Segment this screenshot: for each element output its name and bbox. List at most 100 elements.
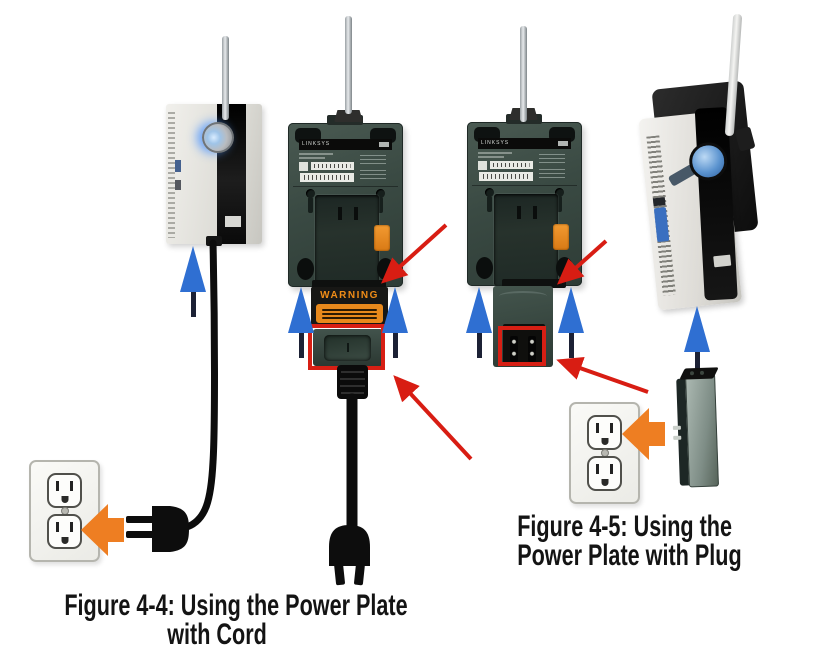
wireless-device-angled-view	[634, 79, 775, 315]
arrow-shaft	[649, 422, 665, 446]
socket-slot	[610, 464, 613, 474]
wall-outlet	[29, 460, 100, 562]
cord-connector	[206, 236, 222, 246]
rubber-foot	[377, 258, 394, 280]
up-arrow-icon	[180, 246, 206, 317]
socket-slot	[56, 522, 59, 532]
arrow-tail	[298, 333, 304, 358]
warning-fine-print	[322, 317, 377, 319]
keyhole-slot	[305, 189, 316, 215]
callout-arrow-prongs	[556, 356, 649, 394]
prong-recess	[503, 324, 545, 364]
info-line	[478, 152, 512, 154]
info-line	[478, 156, 504, 158]
warning-fine-print	[322, 313, 377, 315]
plug-prong	[334, 563, 345, 586]
up-arrow-icon	[382, 287, 408, 358]
arrow-tail	[190, 292, 196, 317]
arrow-shaft	[108, 518, 124, 542]
arrow-tail	[694, 352, 700, 377]
plug-prong	[126, 531, 154, 538]
arrow-head	[622, 408, 649, 460]
arrow-tail	[568, 333, 574, 358]
socket-slot	[596, 464, 599, 474]
power-plate-cord-housing	[313, 329, 383, 366]
outlet-socket	[587, 415, 622, 450]
info-line	[299, 157, 325, 159]
plug-prong	[673, 435, 682, 440]
left-arrow-icon	[622, 408, 665, 460]
plug-recess	[494, 194, 558, 286]
antenna-rod	[520, 26, 527, 122]
ground-hole	[601, 438, 608, 445]
left-arrow-icon	[81, 504, 124, 556]
arrow-head	[382, 287, 408, 333]
callout-arrow-switch	[393, 375, 473, 461]
antenna-rod	[345, 16, 352, 114]
plug-prong	[510, 336, 518, 362]
antenna-rod	[222, 36, 229, 120]
orange-release-clip	[553, 224, 569, 250]
side-label	[175, 160, 181, 172]
certification-marks	[539, 153, 565, 163]
certification-marks	[360, 167, 386, 179]
highlight-box-prongs	[498, 326, 546, 366]
arrow-head	[558, 287, 584, 333]
socket-slot	[56, 481, 59, 491]
mac-barcode	[479, 172, 533, 181]
plug-module-face	[685, 373, 719, 488]
arrow-head	[288, 287, 314, 333]
strain-relief	[337, 365, 368, 399]
brand-text: LINKSYS	[481, 140, 510, 146]
warning-text-block	[316, 304, 383, 323]
info-line	[299, 153, 333, 155]
power-plug-module	[672, 367, 724, 489]
outlet-socket	[47, 514, 82, 549]
antenna-collar	[334, 110, 363, 122]
brand-strip: LINKSYS	[299, 139, 392, 150]
socket-slot	[596, 423, 599, 433]
vent-slots	[168, 112, 175, 238]
brand-strip: LINKSYS	[478, 138, 571, 149]
logo-mark	[379, 142, 389, 147]
plug-prong	[528, 336, 536, 362]
side-label	[652, 197, 666, 207]
keyhole-slot	[484, 188, 495, 214]
up-arrow-icon	[684, 306, 710, 377]
prong-slot	[533, 206, 537, 219]
strain-relief-ribs	[340, 371, 365, 394]
device-rear-view-cord: LINKSYS	[288, 115, 403, 287]
plug-prong	[672, 425, 681, 430]
arrow-tail	[392, 333, 398, 358]
prong-slot	[354, 207, 358, 220]
highlight-box-switch	[308, 324, 385, 370]
rubber-foot	[556, 257, 573, 279]
device-rear-view-plug: LINKSYS	[467, 114, 582, 286]
certification-marks	[360, 154, 386, 164]
warning-text: WARNING	[320, 290, 379, 301]
ground-hole	[61, 537, 68, 544]
wireless-device-front-view	[166, 104, 262, 244]
up-arrow-icon	[466, 287, 492, 358]
ground-hole	[61, 496, 68, 503]
certification-marks	[539, 166, 565, 178]
power-switch	[324, 335, 371, 361]
arrow-head	[684, 306, 710, 352]
power-plug	[329, 525, 370, 566]
prong-slot	[338, 207, 342, 220]
plug-module-top	[679, 367, 719, 380]
logo-label	[225, 216, 241, 227]
caption-line: with Cord	[167, 618, 267, 651]
side-label	[175, 180, 181, 190]
keyhole-slot	[554, 188, 565, 214]
serial-barcode	[490, 161, 533, 169]
module-hole	[699, 370, 705, 375]
prong-slot	[517, 206, 521, 219]
logo-mark	[558, 141, 568, 146]
serial-barcode	[311, 162, 354, 170]
warning-label: WARNING	[311, 287, 388, 328]
power-plug	[152, 506, 189, 552]
warning-fine-print	[322, 309, 377, 311]
outlet-socket	[587, 456, 622, 491]
